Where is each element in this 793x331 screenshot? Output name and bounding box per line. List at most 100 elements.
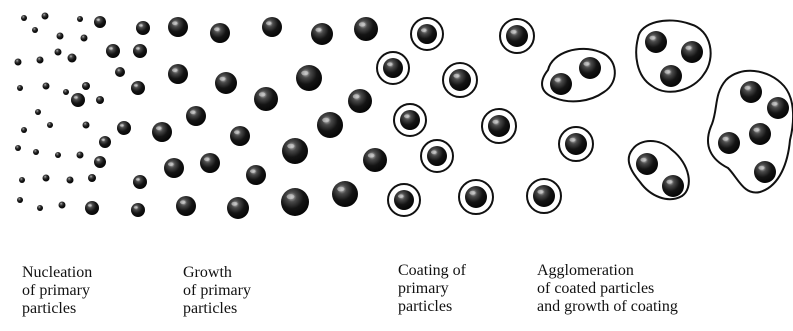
particle-body — [363, 148, 387, 172]
particle-highlight — [190, 110, 196, 114]
particle-body — [348, 89, 372, 113]
primary-particle — [88, 174, 96, 182]
caption-line: of primary — [183, 282, 251, 300]
particle-highlight — [96, 159, 99, 161]
agglomerate — [708, 71, 793, 193]
primary-particle — [660, 65, 682, 87]
primary-particle — [317, 112, 343, 138]
primary-particle — [47, 122, 53, 128]
particle-body — [47, 122, 53, 128]
particle-body — [754, 161, 776, 183]
primary-particle — [106, 44, 120, 58]
particle-highlight — [134, 84, 138, 87]
coated-particle — [559, 127, 593, 161]
particle-body — [82, 82, 90, 90]
primary-particle — [43, 83, 50, 90]
primary-particle — [210, 23, 230, 43]
particle-body — [43, 83, 50, 90]
particle-highlight — [359, 22, 366, 26]
primary-particle — [42, 13, 49, 20]
particle-body — [37, 205, 43, 211]
primary-particle — [96, 96, 104, 104]
particle-highlight — [136, 178, 140, 181]
primary-particle — [37, 205, 43, 211]
particle-highlight — [758, 166, 764, 170]
particle-highlight — [301, 71, 308, 76]
particle-highlight — [337, 187, 344, 192]
particle-body — [168, 64, 188, 84]
primary-particle — [33, 149, 39, 155]
primary-particle — [71, 93, 85, 107]
particle-body — [96, 96, 104, 104]
particle-body — [115, 67, 125, 77]
particle-body — [164, 158, 184, 178]
particle-body — [15, 145, 21, 151]
primary-particle — [168, 64, 188, 84]
particle-body — [200, 153, 220, 173]
particle-highlight — [640, 158, 646, 162]
particle-highlight — [204, 157, 210, 161]
particle-highlight — [168, 162, 174, 166]
particle-body — [152, 122, 172, 142]
particle-body — [281, 188, 309, 216]
particle-body — [106, 44, 120, 58]
primary-particle — [152, 122, 172, 142]
primary-particle — [400, 110, 420, 130]
particle-body — [17, 197, 23, 203]
primary-particle — [465, 186, 487, 208]
primary-particle — [59, 202, 66, 209]
particle-body — [488, 115, 510, 137]
particle-body — [68, 54, 77, 63]
primary-particle — [363, 148, 387, 172]
primary-particle — [383, 58, 403, 78]
primary-particle — [246, 165, 266, 185]
particle-highlight — [109, 47, 113, 50]
caption-line: of primary — [22, 282, 92, 300]
coated-particle — [421, 140, 453, 172]
particle-highlight — [368, 153, 375, 157]
particle-highlight — [771, 102, 777, 106]
coated-particle — [388, 184, 420, 216]
particle-highlight — [583, 62, 589, 66]
caption-line: particles — [183, 300, 251, 318]
primary-particle — [32, 27, 38, 33]
particle-highlight — [315, 28, 321, 32]
particle-body — [133, 44, 147, 58]
particle-highlight — [266, 21, 272, 25]
particle-highlight — [492, 120, 498, 124]
primary-particle — [15, 59, 22, 66]
particle-body — [550, 73, 572, 95]
particle-highlight — [156, 126, 162, 130]
primary-particle — [449, 69, 471, 91]
coating-caption: Coating of primary particles — [398, 262, 466, 316]
particle-body — [77, 16, 83, 22]
particle-body — [465, 186, 487, 208]
particle-body — [282, 138, 308, 164]
primary-particle — [37, 57, 44, 64]
particle-highlight — [101, 139, 104, 141]
particle-body — [37, 57, 44, 64]
particle-highlight — [172, 68, 178, 72]
primary-particle — [230, 126, 250, 146]
particle-highlight — [180, 200, 186, 204]
particle-highlight — [569, 138, 575, 142]
coated-particle — [482, 109, 516, 143]
particle-highlight — [136, 47, 140, 50]
particle-body — [383, 58, 403, 78]
particle-body — [749, 123, 771, 145]
caption-line: of coated particles — [537, 280, 678, 298]
primary-particle — [506, 25, 528, 47]
primary-particle — [681, 41, 703, 63]
particle-body — [85, 201, 99, 215]
particle-body — [15, 59, 22, 66]
nucleation-particles — [15, 13, 132, 216]
primary-particle — [77, 16, 83, 22]
particle-body — [254, 87, 278, 111]
particle-body — [311, 23, 333, 45]
particle-highlight — [387, 62, 393, 66]
primary-particle — [348, 89, 372, 113]
primary-particle — [94, 156, 106, 168]
growth-caption: Growth of primary particles — [183, 264, 251, 318]
particle-body — [59, 202, 66, 209]
